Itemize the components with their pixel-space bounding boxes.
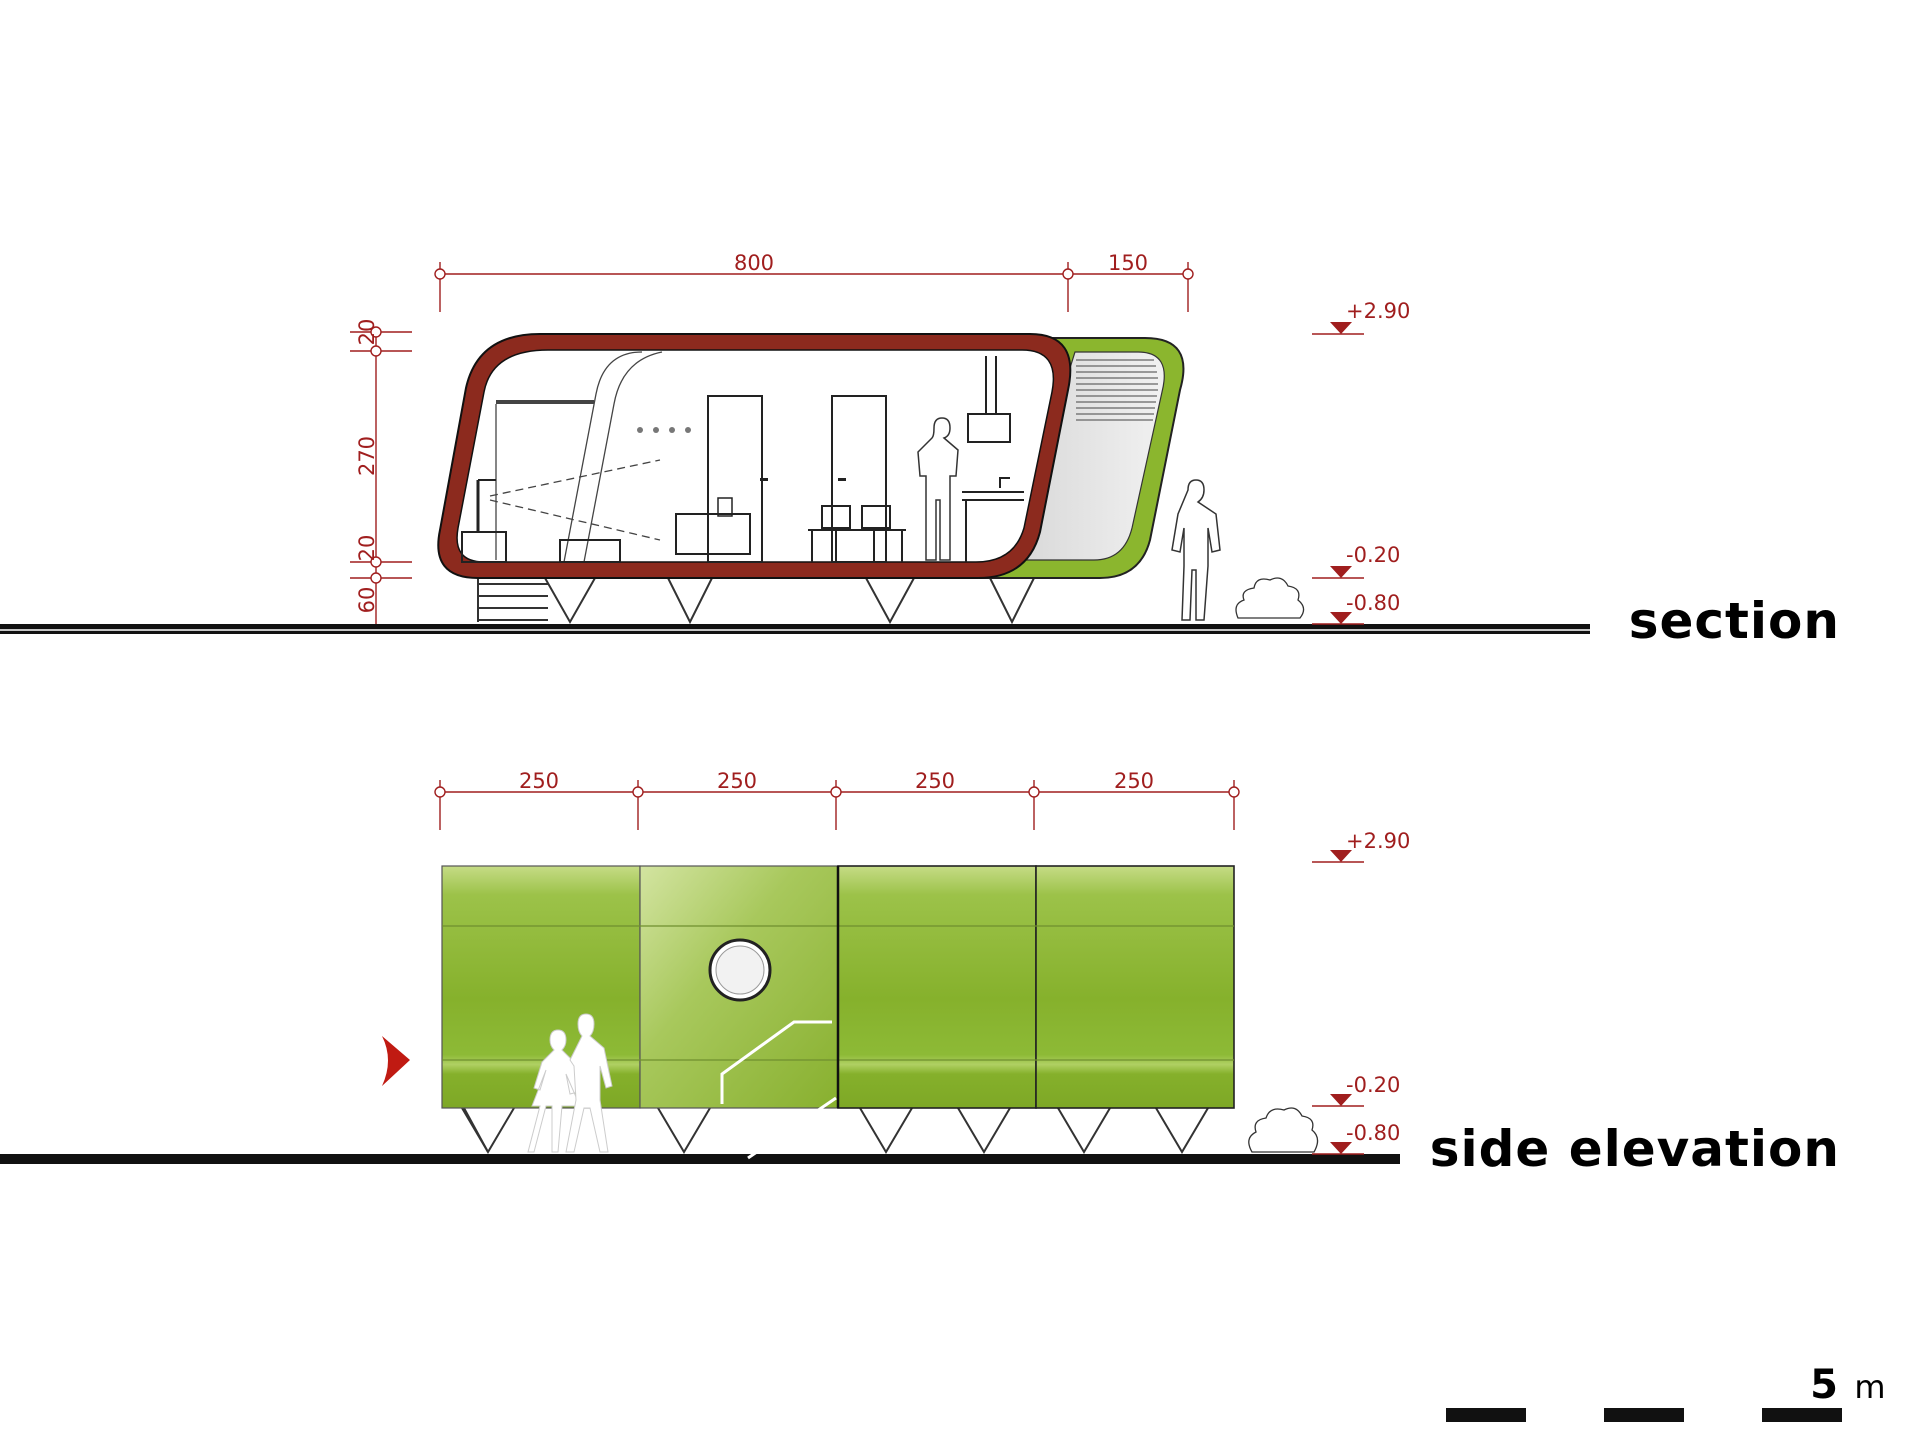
- kitchen: [962, 356, 1024, 562]
- entry-stair: [720, 1020, 838, 1160]
- entrance-arrow: [382, 1036, 410, 1086]
- elev-level-080: -0.80: [1346, 1121, 1400, 1145]
- section-side-dimension: 20 270 20 60: [350, 319, 412, 624]
- level-080: -0.80: [1346, 591, 1400, 615]
- dim-250-a: 250: [519, 769, 559, 793]
- scale-value: 5: [1810, 1362, 1838, 1408]
- interior-partition: [563, 351, 643, 563]
- dim-250-d: 250: [1114, 769, 1154, 793]
- person-inside: [917, 417, 959, 561]
- people-walking: [527, 1013, 613, 1153]
- dining-set: [808, 505, 906, 562]
- section-interior: [456, 349, 1055, 563]
- elev-level-290: +2.90: [1346, 829, 1410, 853]
- section-title: section: [1629, 592, 1840, 650]
- level-020: -0.20: [1346, 543, 1400, 567]
- elevation-levels: +2.90 -0.20 -0.80: [1312, 829, 1410, 1155]
- module-panel-4: [1035, 865, 1235, 1109]
- elevation-top-dimension: 250 250 250 250: [434, 769, 1240, 830]
- dim-800: 800: [734, 251, 774, 275]
- elevation-legs: [461, 1107, 1209, 1154]
- level-290: +2.90: [1346, 299, 1410, 323]
- interior-doors: [707, 395, 887, 563]
- section-legs: [477, 572, 1035, 625]
- porch-louvers: [1076, 359, 1158, 421]
- section-levels: +2.90 -0.20 -0.80: [1312, 299, 1410, 625]
- dim-60: 60: [355, 587, 379, 614]
- scale-bar: 5 m: [1446, 1362, 1886, 1422]
- ground-line: [0, 624, 1590, 634]
- dim-20-top: 20: [355, 319, 379, 346]
- shrub-elevation: [1248, 1107, 1319, 1153]
- dim-150: 150: [1108, 251, 1148, 275]
- dim-250-b: 250: [717, 769, 757, 793]
- scale-unit: m: [1854, 1368, 1885, 1406]
- elevation-drawing: 250 250 250 250: [0, 769, 1840, 1178]
- bedroom-furniture: [461, 400, 661, 563]
- person-outside: [1171, 479, 1221, 621]
- elevation-modules: [441, 865, 1235, 1109]
- porch-glass: [1009, 351, 1165, 561]
- side-elevation-title: side elevation: [1430, 1120, 1840, 1178]
- wall-dots: [637, 427, 691, 433]
- dim-250-c: 250: [915, 769, 955, 793]
- module-panel-3: [837, 865, 1037, 1109]
- sofa: [675, 497, 751, 555]
- dim-20-bottom: 20: [355, 535, 379, 562]
- ground-line-elevation: [0, 1154, 1400, 1164]
- shrub-section: [1235, 577, 1305, 619]
- elev-level-020: -0.20: [1346, 1073, 1400, 1097]
- section-top-dimension: 800 150: [434, 251, 1194, 312]
- porthole-window: [708, 938, 772, 1002]
- dim-270: 270: [355, 436, 379, 476]
- section-drawing: 800 150 20 270 20 60: [0, 251, 1840, 650]
